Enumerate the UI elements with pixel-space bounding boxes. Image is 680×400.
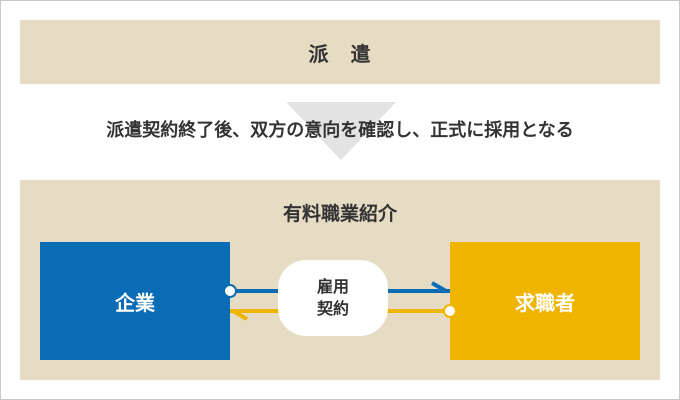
contract-line-1: 雇用 bbox=[316, 277, 349, 296]
yellow-connector-dot bbox=[443, 304, 457, 318]
placement-title: 有料職業紹介 bbox=[282, 203, 397, 225]
contract-line-2: 契約 bbox=[316, 299, 349, 318]
dispatch-band: 派 遣 bbox=[20, 20, 660, 84]
transition-text: 派遣契約終了後、双方の意向を確認し、正式に採用となる bbox=[106, 120, 574, 141]
dispatch-label: 派 遣 bbox=[308, 41, 372, 66]
job-seeker-box: 求職者 bbox=[450, 242, 640, 360]
job-seeker-label: 求職者 bbox=[515, 290, 575, 315]
yellow-arrowhead-icon bbox=[232, 309, 248, 321]
employment-contract-pill: 雇用 契約 bbox=[278, 260, 388, 336]
blue-arrowhead-icon bbox=[431, 281, 447, 293]
company-box: 企業 bbox=[40, 242, 230, 360]
company-label: 企業 bbox=[115, 290, 155, 315]
blue-connector-dot bbox=[223, 284, 237, 298]
down-arrow-icon bbox=[286, 102, 396, 160]
